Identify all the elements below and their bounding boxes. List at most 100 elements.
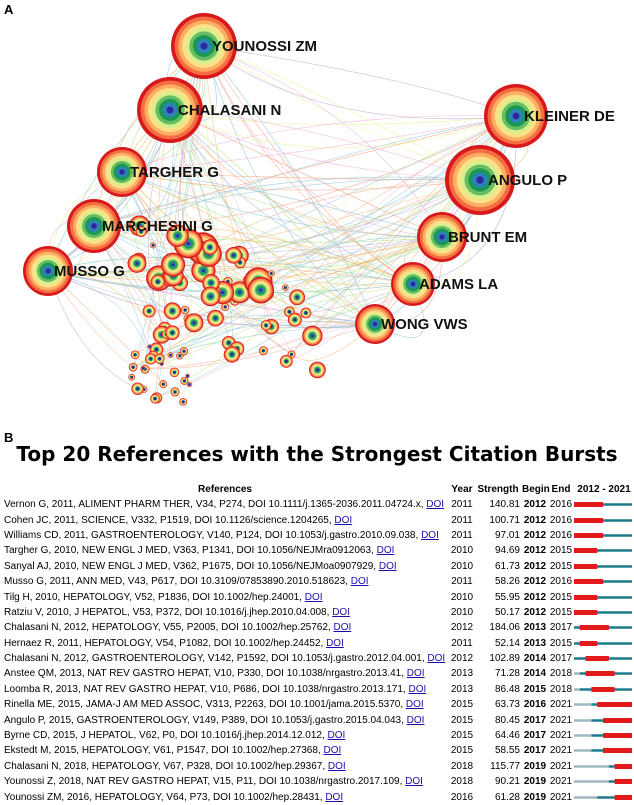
end-cell: 2017 (548, 651, 574, 666)
burst-timeline-cell (574, 620, 634, 635)
end-cell: 2021 (548, 774, 574, 789)
table-row: Tilg H, 2010, HEPATOLOGY, V52, P1836, DO… (0, 589, 634, 604)
burst-segment (574, 518, 603, 523)
doi-link[interactable]: DOI (377, 545, 395, 556)
burst-segment (574, 548, 597, 553)
reference-node (171, 387, 180, 396)
table-row: Chalasani N, 2012, GASTROENTEROLOGY, V14… (0, 651, 634, 666)
burst-segment (574, 533, 603, 538)
burst-timeline-cell (574, 666, 634, 681)
doi-link[interactable]: DOI (333, 622, 351, 633)
reference-node (164, 302, 181, 319)
table-row: Chalasani N, 2018, HEPATOLOGY, V67, P328… (0, 759, 634, 774)
reference-node (150, 394, 160, 404)
reference-cell: Musso G, 2011, ANN MED, V43, P617, DOI 1… (0, 574, 450, 589)
author-label: BRUNT EM (448, 229, 527, 246)
reference-text: Tilg H, 2010, HEPATOLOGY, V52, P1836, DO… (4, 592, 305, 603)
table-row: Angulo P, 2015, GASTROENTEROLOGY, V149, … (0, 712, 634, 727)
reference-node (128, 374, 135, 381)
burst-timeline-cell (574, 512, 634, 527)
burst-timeline (574, 730, 632, 741)
begin-cell: 2016 (522, 697, 548, 712)
reference-text: Hernaez R, 2011, HEPATOLOGY, V54, P1082,… (4, 638, 326, 649)
doi-link[interactable]: DOI (351, 576, 369, 587)
strength-cell: 184.06 (474, 620, 522, 635)
doi-link[interactable]: DOI (323, 745, 341, 756)
pre-publication-segment (574, 796, 597, 799)
burst-timeline (574, 607, 632, 618)
col-header-end: End (548, 482, 574, 497)
doi-link[interactable]: DOI (326, 638, 344, 649)
reference-text: Ratziu V, 2010, J HEPATOL, V53, P372, DO… (4, 607, 332, 618)
year-cell: 2018 (450, 774, 474, 789)
burst-timeline (574, 592, 632, 603)
doi-link[interactable]: DOI (408, 684, 426, 695)
reference-node (282, 284, 289, 291)
col-header-begin: Begin (522, 482, 548, 497)
citation-burst-table: References Year Strength Begin End 2012 … (0, 482, 634, 805)
burst-timeline (574, 699, 632, 710)
end-cell: 2016 (548, 528, 574, 543)
table-row: Musso G, 2011, ANN MED, V43, P617, DOI 1… (0, 574, 634, 589)
begin-cell: 2012 (522, 543, 548, 558)
begin-cell: 2012 (522, 528, 548, 543)
reference-text: Loomba R, 2013, NAT REV GASTRO HEPAT, V1… (4, 684, 408, 695)
reference-node (131, 350, 140, 359)
doi-link[interactable]: DOI (325, 792, 343, 803)
end-cell: 2017 (548, 620, 574, 635)
col-header-strength: Strength (474, 482, 522, 497)
reference-node (168, 352, 174, 358)
begin-cell: 2012 (522, 497, 548, 512)
reference-text: Byrne CD, 2015, J HEPATOL, V62, P0, DOI … (4, 730, 328, 741)
doi-link[interactable]: DOI (427, 653, 445, 664)
doi-link[interactable]: DOI (334, 515, 352, 526)
author-label: TARGHER G (130, 164, 219, 181)
table-row: Younossi Z, 2018, NAT REV GASTRO HEPAT, … (0, 774, 634, 789)
author-label: YOUNOSSI ZM (212, 38, 317, 55)
doi-link[interactable]: DOI (328, 730, 346, 741)
reference-node (180, 347, 188, 355)
doi-link[interactable]: DOI (407, 715, 425, 726)
reference-node (289, 289, 305, 305)
doi-link[interactable]: DOI (426, 499, 444, 510)
doi-link[interactable]: DOI (421, 530, 439, 541)
doi-link[interactable]: DOI (305, 592, 323, 603)
doi-link[interactable]: DOI (405, 776, 423, 787)
end-cell: 2016 (548, 574, 574, 589)
reference-node (247, 277, 274, 304)
author-label: ANGULO P (488, 172, 567, 189)
doi-link[interactable]: DOI (406, 699, 424, 710)
table-row: Chalasani N, 2012, HEPATOLOGY, V55, P200… (0, 620, 634, 635)
strength-cell: 100.71 (474, 512, 522, 527)
table-row: Ekstedt M, 2015, HEPATOLOGY, V61, P1547,… (0, 743, 634, 758)
burst-timeline (574, 684, 632, 695)
burst-timeline-cell (574, 497, 634, 512)
burst-segment (586, 656, 609, 661)
begin-cell: 2017 (522, 743, 548, 758)
doi-link[interactable]: DOI (407, 668, 425, 679)
end-cell: 2015 (548, 559, 574, 574)
burst-segment (580, 625, 609, 630)
doi-link[interactable]: DOI (328, 761, 346, 772)
burst-timeline (574, 792, 632, 803)
burst-timeline (574, 545, 632, 556)
strength-cell: 63.73 (474, 697, 522, 712)
col-header-references: References (0, 482, 450, 497)
year-cell: 2010 (450, 605, 474, 620)
strength-cell: 86.48 (474, 682, 522, 697)
table-row: Cohen JC, 2011, SCIENCE, V332, P1519, DO… (0, 512, 634, 527)
table-row: Anstee QM, 2013, NAT REV GASTRO HEPAT, V… (0, 666, 634, 681)
reference-node (151, 275, 165, 289)
doi-link[interactable]: DOI (332, 607, 350, 618)
reference-node (309, 362, 326, 379)
end-cell: 2015 (548, 543, 574, 558)
begin-cell: 2014 (522, 651, 548, 666)
reference-cell: Chalasani N, 2012, HEPATOLOGY, V55, P200… (0, 620, 450, 635)
burst-timeline-cell (574, 697, 634, 712)
burst-segment (591, 687, 614, 692)
doi-link[interactable]: DOI (379, 561, 397, 572)
burst-timeline (574, 499, 632, 510)
burst-timeline (574, 776, 632, 787)
strength-cell: 71.28 (474, 666, 522, 681)
